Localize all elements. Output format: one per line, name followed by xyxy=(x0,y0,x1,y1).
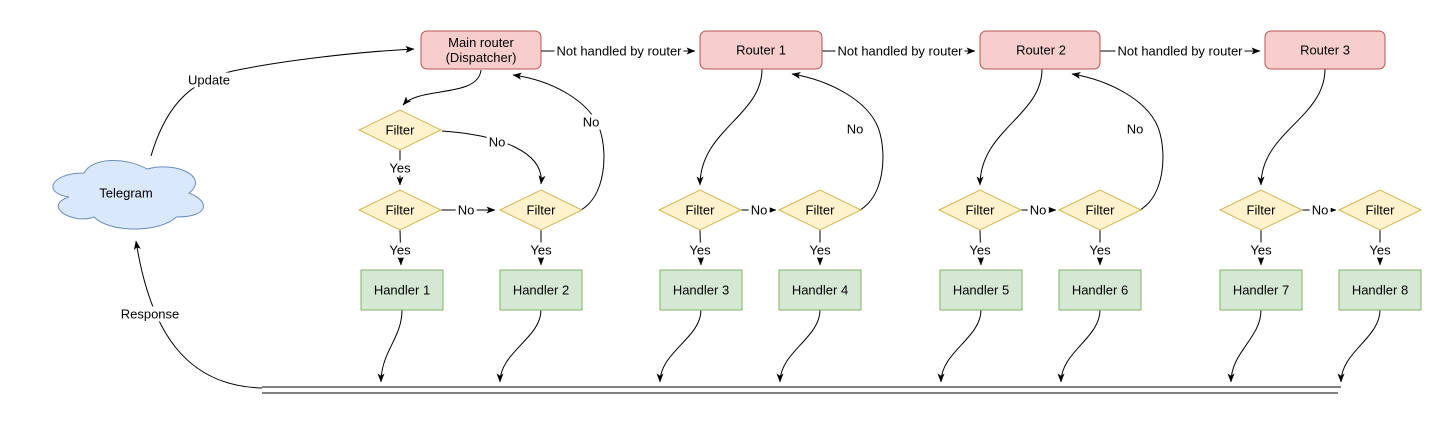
handler-7-box xyxy=(1219,269,1303,311)
filter-diamond-5 xyxy=(937,189,1023,231)
edge-label-no-b-c: No xyxy=(455,202,477,218)
router-3-box xyxy=(1264,30,1386,70)
edge-label-yes-3: Yes xyxy=(528,242,554,258)
main-router-box xyxy=(420,30,542,70)
handler2-to-bus-arrow xyxy=(496,309,542,383)
filter-label-c: Filter xyxy=(526,202,556,218)
no-return-arrow-3 xyxy=(1071,71,1164,211)
handler-4-box xyxy=(778,269,862,311)
edge-label-not-handled-2: Not handled by router xyxy=(835,43,965,59)
edge-label-no-f5-f6: No xyxy=(1027,202,1049,218)
handler6-to-bus-arrow xyxy=(1057,309,1101,383)
edge-label-yes-1: Yes xyxy=(387,160,413,176)
edge-label-response: Response xyxy=(118,306,182,322)
handler-5-box xyxy=(939,269,1023,311)
handler4-to-bus-arrow xyxy=(776,309,821,383)
handler1-to-bus-arrow xyxy=(377,309,403,383)
edge-label-yes-4: Yes xyxy=(687,242,713,258)
response-arrow xyxy=(133,240,263,389)
filter-label-6: Filter xyxy=(1085,202,1115,218)
handler-1-label: Handler 1 xyxy=(373,282,431,298)
router-to-filter-arrow-2 xyxy=(696,68,763,186)
handler-1-box xyxy=(360,269,444,311)
filter-diamond-3 xyxy=(657,189,743,231)
no-curve-a-c xyxy=(441,130,546,185)
handler5-to-bus-arrow xyxy=(937,309,982,383)
handler-8-label: Handler 8 xyxy=(1351,282,1409,298)
main-router-label: Main router (Dispatcher) xyxy=(446,35,517,65)
filter-diamond-8 xyxy=(1337,189,1423,231)
router-to-filter-arrow-4 xyxy=(1257,68,1326,186)
filter-diamond-c xyxy=(498,189,584,231)
handler-5-label: Handler 5 xyxy=(952,282,1010,298)
filter-label-3: Filter xyxy=(685,202,715,218)
filter-diamond-6 xyxy=(1057,189,1143,231)
filter-diamond-7 xyxy=(1218,189,1304,231)
handler7-to-bus-arrow xyxy=(1227,309,1262,383)
main-router-label-line2: (Dispatcher) xyxy=(445,50,517,65)
handler3-to-bus-arrow xyxy=(656,309,702,383)
edge-label-no-a-c: No xyxy=(486,134,508,150)
edge-label-yes-6: Yes xyxy=(967,242,993,258)
handler-2-box xyxy=(499,269,583,311)
handler-3-box xyxy=(659,269,743,311)
edge-label-no-return-1: No xyxy=(580,114,602,130)
handler-7-label: Handler 7 xyxy=(1232,282,1290,298)
handler8-to-bus-arrow xyxy=(1337,309,1381,383)
update-arrow xyxy=(150,45,415,157)
edge-label-yes-8: Yes xyxy=(1248,242,1274,258)
filter-label-7: Filter xyxy=(1246,202,1276,218)
filter-label-8: Filter xyxy=(1365,202,1395,218)
router-3-label: Router 3 xyxy=(1300,42,1350,58)
edge-label-yes-5: Yes xyxy=(807,242,833,258)
edge-label-update: Update xyxy=(186,72,232,88)
filter-diamond-a xyxy=(357,109,443,151)
edge-label-no-f3-f4: No xyxy=(748,202,770,218)
handler-4-label: Handler 4 xyxy=(791,282,849,298)
router-1-label: Router 1 xyxy=(736,42,786,58)
router-1-box xyxy=(699,30,823,70)
filter-label-a: Filter xyxy=(385,122,415,138)
router-2-box xyxy=(979,30,1101,70)
handler-6-label: Handler 6 xyxy=(1071,282,1129,298)
handler-2-label: Handler 2 xyxy=(512,282,570,298)
handler-6-box xyxy=(1058,269,1142,311)
telegram-cloud xyxy=(52,159,204,230)
handler-3-label: Handler 3 xyxy=(672,282,730,298)
telegram-label: Telegram xyxy=(99,185,153,201)
edge-label-not-handled-3: Not handled by router xyxy=(1115,43,1245,59)
filter-label-4: Filter xyxy=(805,202,835,218)
edge-label-no-return-3: No xyxy=(1124,121,1146,137)
filter-label-5: Filter xyxy=(965,202,995,218)
edge-label-no-f7-f8: No xyxy=(1309,202,1331,218)
no-return-arrow-2 xyxy=(791,71,884,211)
edge-label-no-return-2: No xyxy=(844,121,866,137)
edge-label-yes-9: Yes xyxy=(1367,242,1393,258)
edge-label-yes-7: Yes xyxy=(1087,242,1113,258)
filter-diamond-b xyxy=(357,189,443,231)
main-router-label-line1: Main router xyxy=(448,35,514,50)
router-to-filter-arrow-1 xyxy=(402,69,482,106)
filter-label-b: Filter xyxy=(385,202,415,218)
edge-label-yes-2: Yes xyxy=(387,242,413,258)
router-2-label: Router 2 xyxy=(1016,42,1066,58)
filter-diamond-4 xyxy=(777,189,863,231)
no-return-arrow-1 xyxy=(512,72,605,211)
router-to-filter-arrow-3 xyxy=(976,68,1043,186)
edge-label-not-handled-1: Not handled by router xyxy=(554,43,684,59)
handler-8-box xyxy=(1338,269,1422,311)
